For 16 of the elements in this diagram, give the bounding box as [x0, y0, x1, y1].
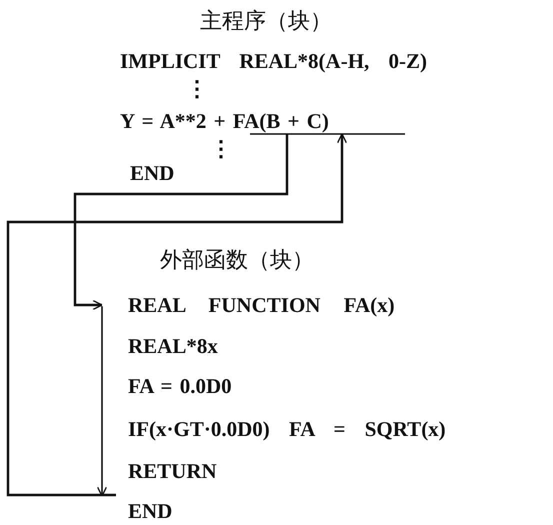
flow-arrow	[74, 134, 288, 310]
code-line: IMPLICIT REAL*8(A-H, 0-Z)	[120, 48, 428, 74]
code-line: Y = A**2 + FA(B + C)	[120, 108, 329, 134]
code-line: END	[130, 160, 174, 186]
flow-arrow	[6, 133, 348, 496]
block-heading: 外部函数（块）	[160, 247, 314, 273]
code-line: RETURN	[102, 458, 217, 496]
ellipsis-dots: ⋮	[186, 78, 208, 100]
flow-arrow	[96, 306, 108, 497]
block-heading: 主程序（块）	[200, 8, 332, 34]
ellipsis-dots: ⋮	[210, 138, 232, 160]
code-line: FA = 0.0D0	[102, 373, 232, 399]
code-line: IF(x·GT·0.0D0) FA = SQRT(x)	[102, 416, 446, 442]
code-line: REAL*8x	[102, 333, 218, 359]
code-line: END	[102, 498, 172, 524]
code-line: REAL FUNCTION FA(x)	[102, 292, 395, 318]
